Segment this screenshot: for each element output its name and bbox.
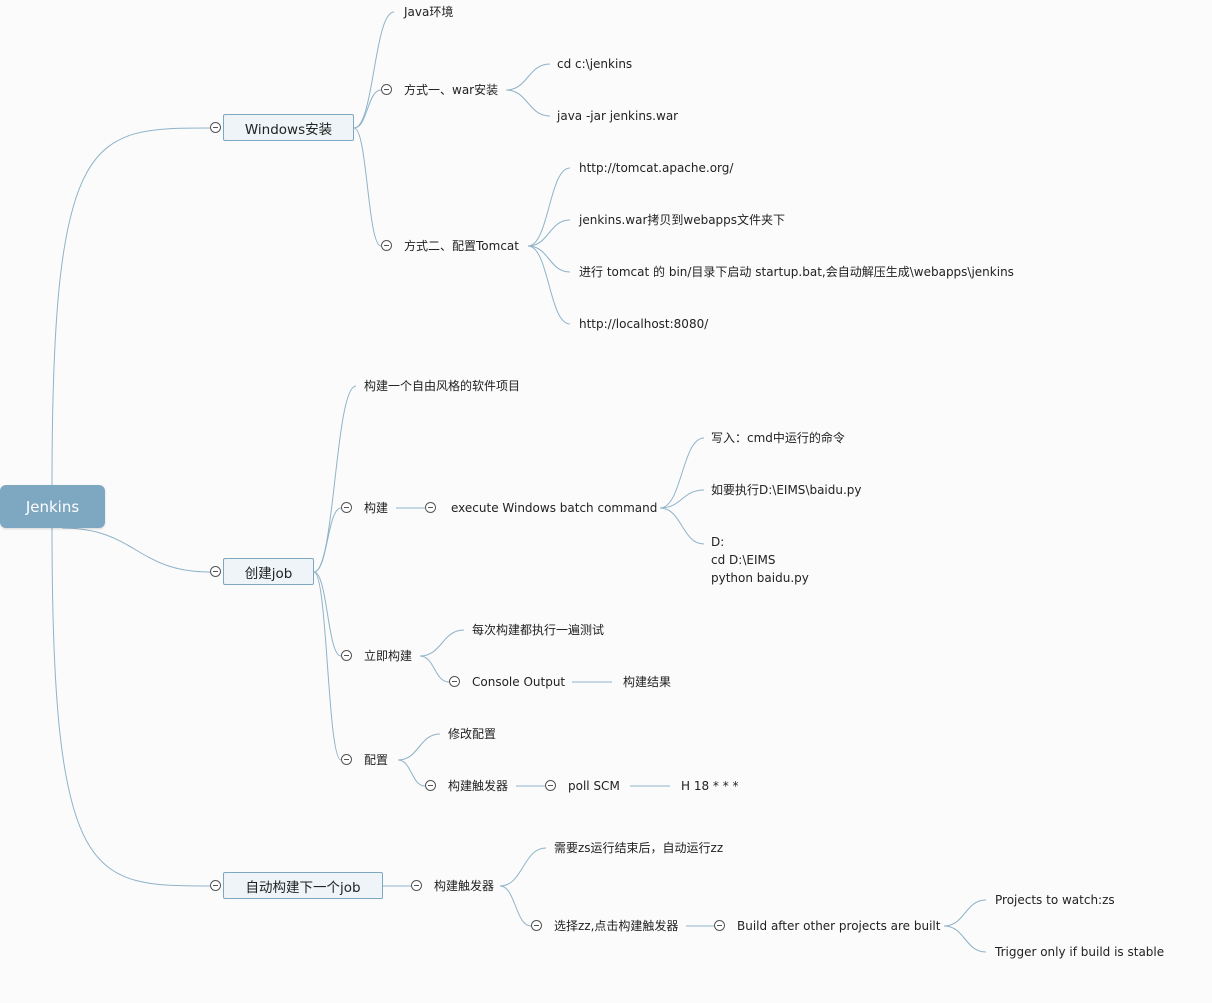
leaf-freestyle[interactable]: 构建一个自由风格的软件项目: [364, 379, 521, 393]
connector: [61, 527, 211, 573]
connector: [527, 219, 571, 247]
collapse-icon[interactable]: [341, 502, 352, 513]
collapse-icon[interactable]: [425, 502, 436, 513]
leaf-projects-watch[interactable]: Projects to watch:zs: [995, 893, 1115, 907]
node-build-after[interactable]: Build after other projects are built: [737, 919, 941, 933]
node-config[interactable]: 配置: [364, 753, 389, 767]
node-batch-command[interactable]: execute Windows batch command: [451, 501, 658, 515]
node-way1[interactable]: 方式一、war安装: [404, 83, 499, 97]
branch-auto-build[interactable]: 自动构建下一个job: [223, 872, 383, 899]
connector: [397, 733, 441, 761]
leaf-cd-jenkins[interactable]: cd c:\jenkins: [557, 57, 633, 71]
leaf-java-env[interactable]: Java环境: [404, 5, 454, 19]
connector: [353, 89, 382, 129]
collapse-icon[interactable]: [210, 880, 221, 891]
connector: [943, 899, 987, 927]
node-build[interactable]: 构建: [364, 501, 389, 515]
collapse-icon[interactable]: [210, 566, 221, 577]
node-build-now[interactable]: 立即构建: [364, 649, 413, 663]
leaf-run-baidu[interactable]: 如要执行D:\EIMS\baidu.py: [711, 483, 862, 497]
collapse-icon[interactable]: [341, 650, 352, 661]
connector: [419, 655, 450, 683]
connector: [659, 437, 705, 509]
connector: [499, 847, 547, 887]
node-build-trigger[interactable]: 构建触发器: [448, 779, 509, 793]
branch-create-job[interactable]: 创建job: [223, 558, 314, 585]
leaf-startup[interactable]: 进行 tomcat 的 bin/目录下启动 startup.bat,会自动解压生…: [579, 265, 1014, 279]
connector: [353, 127, 382, 247]
collapse-icon[interactable]: [381, 240, 392, 251]
connector: [353, 11, 395, 129]
node-console-output[interactable]: Console Output: [472, 675, 566, 689]
connector: [313, 385, 357, 573]
connector: [943, 925, 987, 953]
leaf-java-jar[interactable]: java -jar jenkins.war: [557, 109, 679, 123]
connector: [527, 245, 571, 273]
leaf-code-line[interactable]: D:: [711, 535, 725, 549]
node-trigger[interactable]: 构建触发器: [434, 879, 495, 893]
connector: [527, 245, 571, 325]
leaf-build-result[interactable]: 构建结果: [623, 675, 672, 689]
leaf-code-line[interactable]: cd D:\EIMS: [711, 553, 776, 567]
root-node[interactable]: Jenkins: [0, 485, 105, 528]
node-way2[interactable]: 方式二、配置Tomcat: [404, 239, 519, 253]
connector: [51, 527, 211, 887]
collapse-icon[interactable]: [210, 122, 221, 133]
connector: [659, 507, 705, 545]
collapse-icon[interactable]: [341, 754, 352, 765]
leaf-modify-config[interactable]: 修改配置: [448, 727, 497, 741]
leaf-code-line[interactable]: python baidu.py: [711, 571, 809, 585]
collapse-icon[interactable]: [425, 780, 436, 791]
leaf-write-cmd[interactable]: 写入：cmd中运行的命令: [711, 431, 845, 445]
branch-windows[interactable]: Windows安装: [223, 114, 354, 141]
node-select-zz[interactable]: 选择zz,点击构建触发器: [554, 919, 679, 933]
connector: [313, 571, 342, 761]
leaf-cron[interactable]: H 18 * * *: [681, 779, 739, 793]
connector: [397, 759, 426, 787]
connector: [505, 63, 551, 91]
leaf-localhost[interactable]: http://localhost:8080/: [579, 317, 709, 331]
leaf-copy-war[interactable]: jenkins.war拷贝到webapps文件夹下: [579, 213, 786, 227]
connector: [313, 507, 342, 573]
connector: [527, 167, 571, 247]
collapse-icon[interactable]: [381, 84, 392, 95]
node-poll-scm[interactable]: poll SCM: [568, 779, 620, 793]
leaf-trigger-stable[interactable]: Trigger only if build is stable: [995, 945, 1165, 959]
collapse-icon[interactable]: [714, 920, 725, 931]
connector: [419, 629, 465, 657]
leaf-each-build[interactable]: 每次构建都执行一遍测试: [472, 623, 605, 637]
collapse-icon[interactable]: [545, 780, 556, 791]
connector: [659, 489, 705, 509]
leaf-need-zs[interactable]: 需要zs运行结束后，自动运行zz: [554, 841, 724, 855]
connector: [499, 885, 532, 927]
collapse-icon[interactable]: [531, 920, 542, 931]
connector: [51, 127, 211, 486]
collapse-icon[interactable]: [449, 676, 460, 687]
connector: [505, 89, 551, 117]
connector: [313, 571, 342, 657]
leaf-tomcat-url[interactable]: http://tomcat.apache.org/: [579, 161, 734, 175]
collapse-icon[interactable]: [411, 880, 422, 891]
